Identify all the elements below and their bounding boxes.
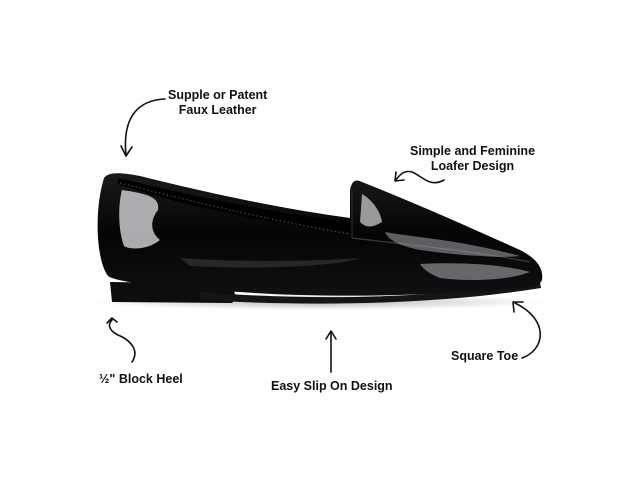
callout-heel: ½" Block Heel bbox=[99, 372, 183, 386]
heel-reflection bbox=[119, 190, 160, 249]
callout-design-line1: Simple and Feminine bbox=[410, 144, 536, 158]
callout-material-line1: Supple or Patent bbox=[168, 88, 268, 102]
callout-design-line2: Loafer Design bbox=[430, 159, 515, 173]
callout-toe: Square Toe bbox=[451, 349, 519, 363]
material-arrow-icon bbox=[124, 98, 166, 156]
heel-arrow-icon bbox=[108, 319, 136, 363]
callout-slip-on: Easy Slip On Design bbox=[271, 379, 393, 393]
callout-material: Supple or Patent Faux Leather bbox=[168, 88, 267, 118]
callout-design: Simple and Feminine Loafer Design bbox=[410, 144, 535, 174]
callout-material-line2: Faux Leather bbox=[178, 103, 257, 117]
design-arrow-icon bbox=[395, 170, 445, 184]
toe-arrow-icon bbox=[514, 302, 542, 359]
